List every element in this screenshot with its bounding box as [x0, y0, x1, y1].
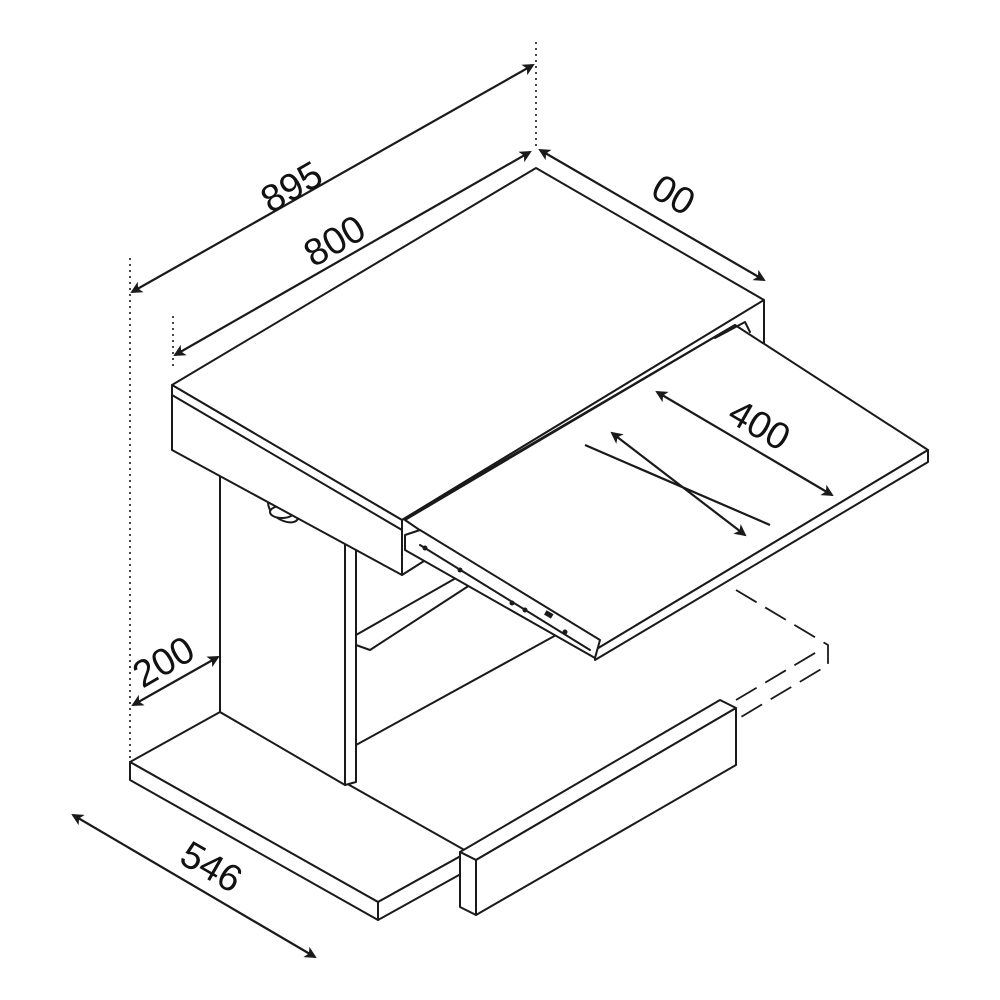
- dimension-800-label: 800: [297, 208, 373, 276]
- dimension-200: 200: [126, 629, 220, 706]
- dimension-546-label: 546: [173, 834, 249, 902]
- support-panel: [219, 469, 357, 786]
- base-drawer: [459, 699, 737, 916]
- dimension-895-label: 895: [254, 154, 330, 222]
- ghost-drawer-outline: [735, 589, 829, 721]
- dimension-200-label: 200: [126, 629, 202, 697]
- extension-lines: [129, 42, 537, 760]
